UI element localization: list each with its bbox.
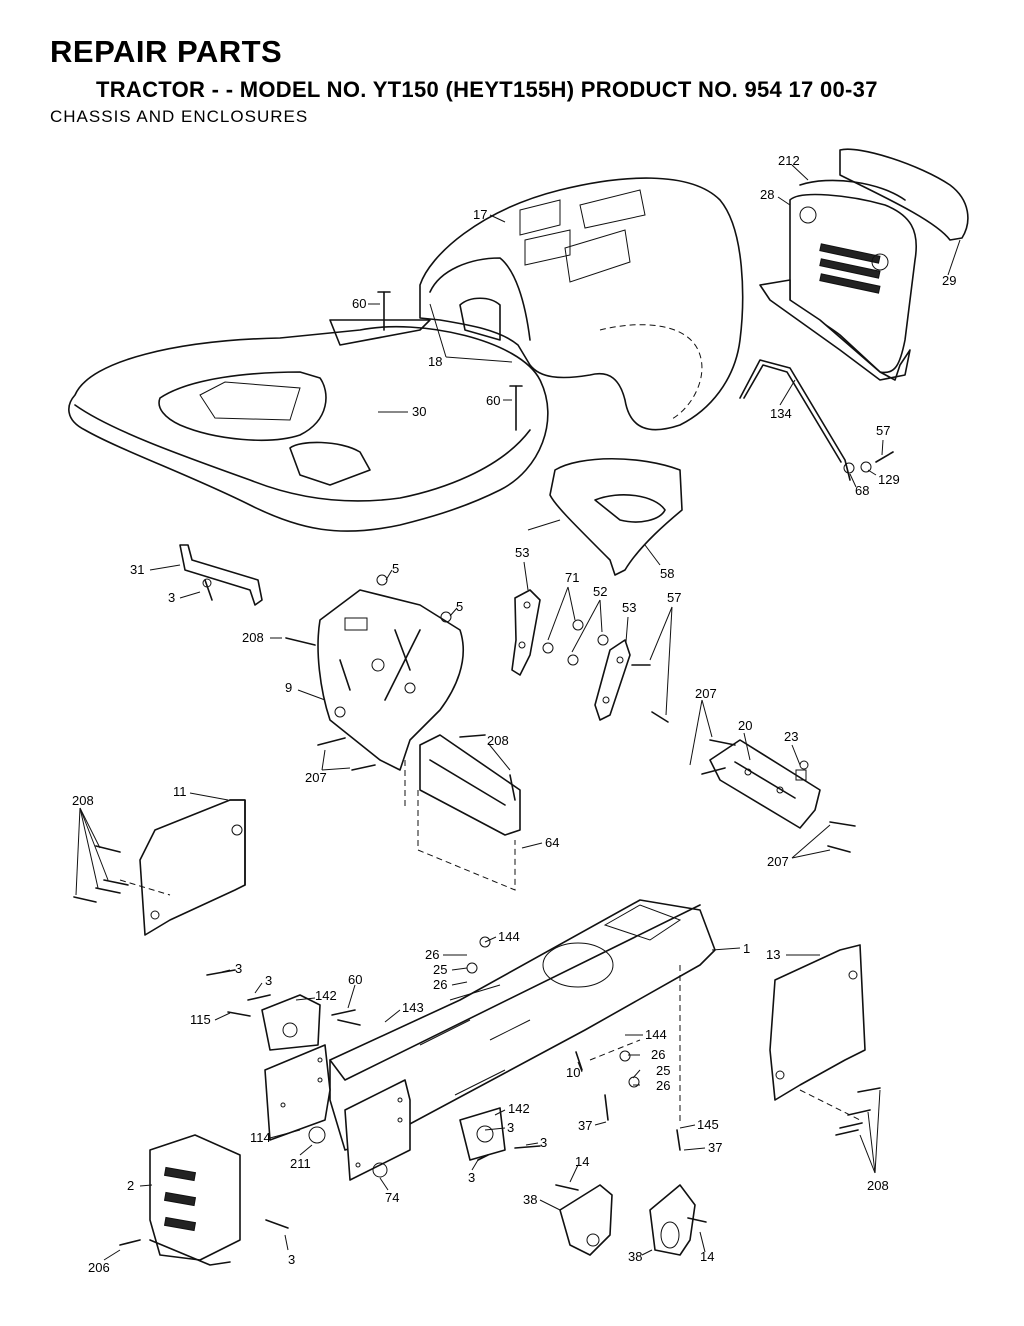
bracket-53-right — [594, 639, 631, 721]
bracket-142-lower — [459, 1107, 506, 1161]
part-label: 208 — [72, 793, 94, 808]
plate-center — [344, 1079, 411, 1181]
bracket-31 — [179, 544, 263, 606]
bracket-53-left — [511, 589, 541, 676]
part-label: 23 — [784, 729, 798, 744]
part-label: 3 — [468, 1170, 475, 1185]
part-label: 60 — [348, 972, 362, 987]
part-label: 145 — [697, 1117, 719, 1132]
part-label: 129 — [878, 472, 900, 487]
part-label: 57 — [876, 423, 890, 438]
part-label: 3 — [235, 961, 242, 976]
part-label: 208 — [867, 1178, 889, 1193]
part-label: 18 — [428, 354, 442, 369]
frame-1 — [329, 899, 716, 1151]
hardware-71-52 — [542, 619, 669, 723]
part-labels: 1 17 60 18 60 30 212 28 29 134 57 129 68… — [72, 153, 956, 1275]
side-plate-11 — [119, 799, 246, 936]
hood-part — [419, 177, 744, 431]
part-label: 28 — [760, 187, 774, 202]
mount-38-right — [649, 1184, 696, 1256]
part-label: 14 — [700, 1249, 714, 1264]
part-label: 25 — [433, 962, 447, 977]
part-label: 71 — [565, 570, 579, 585]
side-plate-13 — [769, 944, 866, 1121]
part-label: 29 — [942, 273, 956, 288]
dash-panel-9 — [317, 589, 464, 810]
part-label: 208 — [487, 733, 509, 748]
part-label: 143 — [402, 1000, 424, 1015]
part-label: 3 — [507, 1120, 514, 1135]
part-label: 9 — [285, 680, 292, 695]
part-label: 31 — [130, 562, 144, 577]
part-label: 3 — [265, 973, 272, 988]
part-label: 26 — [651, 1047, 665, 1062]
part-label: 142 — [508, 1101, 530, 1116]
page-title: REPAIR PARTS — [50, 34, 283, 69]
part-label: 26 — [433, 977, 447, 992]
part-label: 206 — [88, 1260, 110, 1275]
part-label: 25 — [656, 1063, 670, 1078]
part-label: 2 — [127, 1178, 134, 1193]
part-label: 57 — [667, 590, 681, 605]
part-label: 3 — [540, 1135, 547, 1150]
part-label: 38 — [628, 1249, 642, 1264]
part-label: 10 — [566, 1065, 580, 1080]
part-label: 26 — [656, 1078, 670, 1093]
part-label: 30 — [412, 404, 426, 419]
bracket-142-upper — [261, 994, 321, 1051]
part-label: 3 — [168, 590, 175, 605]
part-label: 20 — [738, 718, 752, 733]
part-label: 208 — [242, 630, 264, 645]
panel-58 — [527, 457, 683, 576]
part-label: 212 — [778, 153, 800, 168]
part-label: 37 — [578, 1118, 592, 1133]
grille-part — [759, 148, 969, 381]
section-title: CHASSIS AND ENCLOSURES — [50, 107, 309, 126]
part-label: 14 — [575, 1154, 589, 1169]
mount-38-left — [559, 1184, 613, 1256]
part-label: 211 — [290, 1156, 311, 1171]
front-plate-2 — [149, 1134, 241, 1266]
part-label: 207 — [695, 686, 717, 701]
part-label: 1 — [743, 941, 750, 956]
part-label: 38 — [523, 1192, 537, 1207]
part-label: 53 — [515, 545, 529, 560]
plate-left — [264, 1044, 331, 1141]
part-label: 60 — [352, 296, 366, 311]
part-label: 5 — [456, 599, 463, 614]
part-label: 134 — [770, 406, 792, 421]
leader-lines — [75, 164, 961, 1261]
part-label: 3 — [288, 1252, 295, 1267]
part-label: 17 — [473, 207, 487, 222]
part-label: 144 — [498, 929, 520, 944]
part-label: 207 — [767, 854, 789, 869]
rod-part — [739, 359, 894, 481]
part-label: 5 — [392, 561, 399, 576]
part-label: 115 — [190, 1012, 211, 1027]
part-label: 37 — [708, 1140, 722, 1155]
part-label: 58 — [660, 566, 674, 581]
part-label: 26 — [425, 947, 439, 962]
part-label: 13 — [766, 947, 780, 962]
part-label: 52 — [593, 584, 607, 599]
bracket-64 — [417, 734, 521, 891]
part-label: 68 — [855, 483, 869, 498]
part-label: 142 — [315, 988, 337, 1003]
bracket-20 — [709, 739, 821, 829]
part-label: 144 — [645, 1027, 667, 1042]
page-subtitle: TRACTOR - - MODEL NO. YT150 (HEYT155H) P… — [96, 77, 878, 102]
part-label: 64 — [545, 835, 559, 850]
seat-part — [68, 319, 549, 532]
part-label: 53 — [622, 600, 636, 615]
part-label: 74 — [385, 1190, 399, 1205]
part-label: 114 — [250, 1130, 271, 1145]
part-label: 11 — [173, 784, 187, 799]
part-label: 207 — [305, 770, 327, 785]
part-label: 60 — [486, 393, 500, 408]
